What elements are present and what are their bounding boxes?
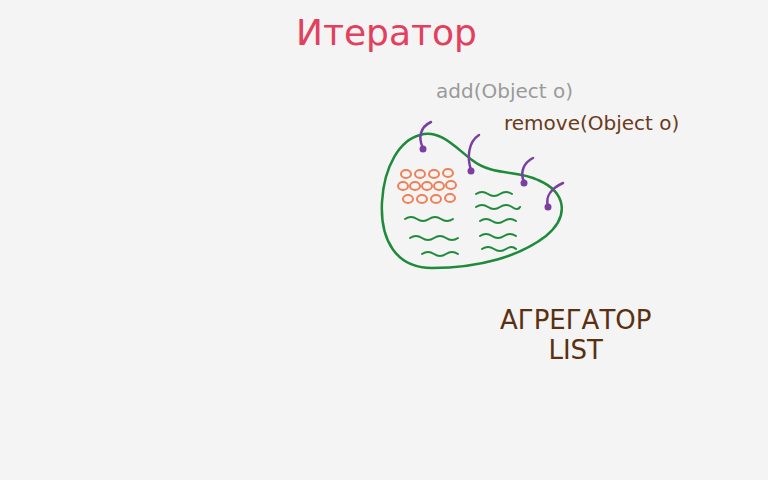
method-label: remove(Object o) <box>504 112 679 135</box>
element-lines <box>405 192 520 256</box>
method-label: add(Object o) <box>436 80 573 103</box>
aggregator-blob <box>382 134 562 268</box>
hook-dots <box>420 146 552 211</box>
element-circles <box>398 169 456 203</box>
aggregator-label: АГРЕГАТОР LIST <box>500 306 651 366</box>
title: Итератор <box>296 12 477 53</box>
